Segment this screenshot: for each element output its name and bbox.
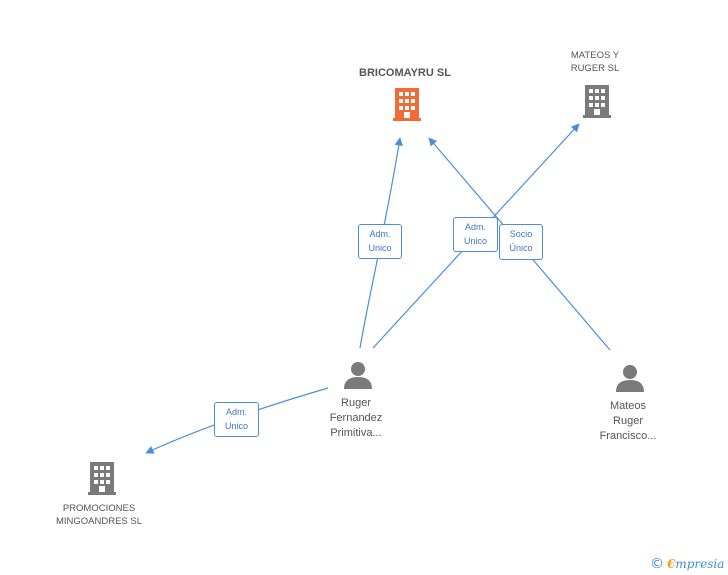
company-name-line: RUGER SL (570, 63, 620, 74)
edge-label-adm-unico[interactable]: Adm. Unico (453, 217, 498, 252)
person-name-line: Ruger (613, 415, 643, 427)
person-icon[interactable] (616, 365, 644, 392)
company-label-mateos-ruger[interactable]: MATEOS Y RUGER SL (540, 49, 650, 75)
edge-label-line: Socio (509, 229, 533, 239)
person-name-line: Francisco... (599, 430, 657, 442)
company-label-promociones[interactable]: PROMOCIONES MINGOANDRES SL (38, 502, 160, 528)
edge-label-line: Unico (463, 236, 487, 246)
copyright-icon: © (650, 556, 664, 572)
company-name-line: MATEOS Y (570, 50, 620, 61)
person-icon[interactable] (344, 362, 372, 389)
company-name-line: PROMOCIONES (62, 503, 136, 514)
person-label-mateos-ruger-francisco[interactable]: Mateos Ruger Francisco... (578, 399, 678, 444)
brand-logo: €mpresia (667, 557, 725, 571)
edge-label-line: Unico (368, 243, 392, 253)
person-name-line: Fernandez (329, 412, 383, 424)
person-name-line: Mateos (609, 400, 647, 412)
edge-label-adm-unico[interactable]: Adm. Unico (214, 402, 259, 437)
edge-ruger-to-bricomayru[interactable] (359, 137, 403, 349)
person-name-line: Ruger (341, 397, 371, 409)
edge-label-line: Adm. (369, 229, 391, 239)
edge-label-line: Adm. (464, 222, 486, 232)
company-name-line: MINGOANDRES SL (55, 516, 143, 527)
building-icon[interactable] (88, 462, 116, 495)
edge-label-line: Unico (224, 421, 248, 431)
edge-label-adm-unico[interactable]: Adm. Unico (358, 224, 402, 259)
person-label-ruger-fernandez[interactable]: Ruger Fernandez Primitiva... (306, 396, 406, 441)
person-name-line: Primitiva... (330, 427, 382, 439)
company-label-bricomayru[interactable]: BRICOMAYRU SL (330, 66, 480, 81)
company-name-line: BRICOMAYRU SL (359, 67, 451, 79)
edge-label-line: Único (509, 243, 533, 253)
edge-label-line: Adm. (225, 407, 247, 417)
edge-label-socio-unico[interactable]: Socio Único (499, 224, 543, 260)
building-icon[interactable] (583, 85, 611, 118)
building-icon[interactable] (393, 88, 421, 121)
brand-footer[interactable]: © €mpresia (650, 555, 724, 573)
